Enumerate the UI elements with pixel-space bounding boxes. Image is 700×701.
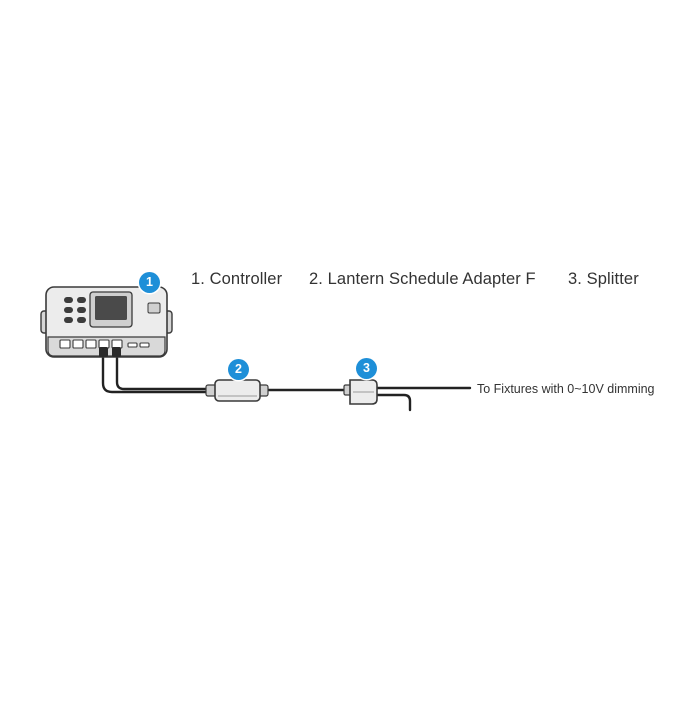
legend-adapter: 2. Lantern Schedule Adapter F [309,270,536,288]
controller-device-icon [40,286,173,358]
legend-splitter: 3. Splitter [568,270,639,288]
fixture-output-label: To Fixtures with 0~10V dimming [477,382,655,396]
splitter-branch-cable [374,393,412,412]
marker-adapter: 2 [228,359,249,380]
keypad-button [64,297,73,303]
controller-cable-a [101,354,210,394]
keypad-button [64,307,73,313]
controller-bottom-ports [59,339,150,349]
rj-port [72,339,84,349]
rj-port [85,339,97,349]
rj-port [98,339,110,349]
small-port [127,342,138,348]
marker-controller: 1 [139,272,160,293]
cable-plug [112,347,121,357]
marker-splitter: 3 [356,358,377,379]
controller-keypad [64,297,86,323]
cable-plug [99,347,108,357]
schedule-adapter-icon [205,379,269,402]
controller-cable-b [115,354,210,391]
keypad-button [77,297,86,303]
controller-side-port [147,302,161,314]
keypad-button [77,317,86,323]
legend-controller: 1. Controller [191,270,283,288]
keypad-button [77,307,86,313]
adapter-body [214,379,261,402]
cables [101,354,472,412]
small-port [139,342,150,348]
splitter-icon [343,379,378,405]
rj-port [59,339,71,349]
controller-screen [95,296,127,320]
rj-port [111,339,123,349]
keypad-button [64,317,73,323]
